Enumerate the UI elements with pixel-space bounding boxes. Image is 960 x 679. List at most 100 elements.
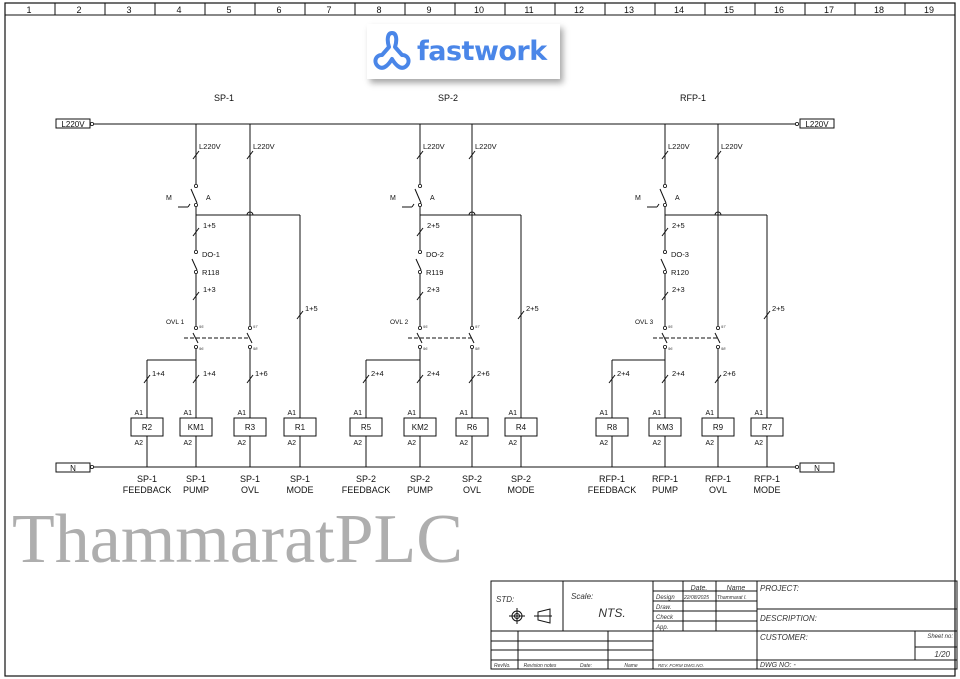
ruler-number: 7 bbox=[326, 5, 331, 15]
watermark-text: ThammaratPLC bbox=[12, 501, 464, 578]
do-contact-terminal bbox=[193, 249, 198, 254]
ovl-contact-terminal bbox=[193, 325, 198, 330]
selector-terminal bbox=[417, 202, 422, 207]
project-label: PROJECT: bbox=[760, 584, 799, 593]
coil-terminal-a1: A1 bbox=[652, 410, 661, 417]
bus-terminal bbox=[90, 122, 95, 127]
relay-tag: R2 bbox=[142, 423, 153, 432]
selector-a-label: A bbox=[206, 195, 211, 202]
wire-number-mark bbox=[468, 150, 476, 160]
load-name: RFP-1 bbox=[705, 474, 731, 484]
wire-label: 2+3 bbox=[672, 285, 685, 294]
coil-terminal-a2: A2 bbox=[134, 440, 143, 447]
coil-terminal-a1: A1 bbox=[508, 410, 517, 417]
description-label: DESCRIPTION: bbox=[760, 614, 817, 623]
selector-terminal bbox=[193, 183, 198, 188]
do-label: DO-3 bbox=[671, 250, 689, 259]
ruler-number: 12 bbox=[574, 5, 584, 15]
coil-terminal-a2: A2 bbox=[754, 440, 763, 447]
ovl-aux-terminal bbox=[247, 325, 252, 330]
ovl-contact-blade bbox=[661, 332, 668, 344]
selector-m-label: M bbox=[635, 195, 641, 202]
coil-terminal-a1: A1 bbox=[287, 410, 296, 417]
wire-label: 2+5 bbox=[772, 304, 785, 313]
fastwork-logo-icon bbox=[373, 30, 411, 70]
do-contact-terminal bbox=[663, 269, 668, 274]
wire-label: 2+5 bbox=[672, 221, 685, 230]
load-name: SP-1 bbox=[137, 474, 157, 484]
load-function: OVL bbox=[463, 485, 481, 495]
ruler-number: 2 bbox=[76, 5, 81, 15]
relay-contact-label: R120 bbox=[671, 268, 689, 277]
wire-label: 2+4 bbox=[371, 369, 384, 378]
wire-label: 1+6 bbox=[255, 369, 268, 378]
wire-label: 1+5 bbox=[305, 304, 318, 313]
wire-label: 2+4 bbox=[427, 369, 440, 378]
supply-terminal-left bbox=[55, 118, 91, 129]
coil-terminal-a1: A1 bbox=[134, 410, 143, 417]
ruler-number: 4 bbox=[176, 5, 181, 15]
ovl-terminal-number: 95 bbox=[423, 324, 428, 329]
supply-label-left: L220V bbox=[61, 120, 85, 129]
load-function: FEEDBACK bbox=[123, 485, 172, 495]
ovl-terminal-number: 98 bbox=[475, 346, 480, 351]
wire-label: 1+4 bbox=[203, 369, 216, 378]
ruler-number: 13 bbox=[624, 5, 634, 15]
ovl-label: OVL 1 bbox=[166, 319, 185, 326]
wire-label: L220V bbox=[253, 142, 275, 151]
load-function: PUMP bbox=[652, 485, 678, 495]
ovl-aux-blade bbox=[246, 332, 253, 344]
customer-label: CUSTOMER: bbox=[760, 633, 808, 642]
ovl-aux-terminal bbox=[469, 325, 474, 330]
ovl-terminal-number: 96 bbox=[668, 346, 673, 351]
scale-value: NTS. bbox=[598, 606, 625, 620]
load-function: MODE bbox=[287, 485, 314, 495]
date-header: Date. bbox=[691, 585, 708, 592]
ruler-number: 19 bbox=[924, 5, 934, 15]
ruler-number: 18 bbox=[874, 5, 884, 15]
ruler-number: 17 bbox=[824, 5, 834, 15]
load-function: MODE bbox=[508, 485, 535, 495]
wire-label: 1+4 bbox=[152, 369, 165, 378]
selector-a-label: A bbox=[430, 195, 435, 202]
wire-number-mark bbox=[661, 150, 669, 160]
fastwork-logo: fastwork bbox=[367, 24, 560, 79]
approval-row-label: Draw. bbox=[656, 605, 671, 611]
selector-actuator bbox=[187, 203, 191, 208]
do-contact-blade bbox=[660, 258, 667, 271]
ovl-aux-blade bbox=[714, 332, 721, 344]
load-name: RFP-1 bbox=[754, 474, 780, 484]
coil-terminal-a2: A2 bbox=[508, 440, 517, 447]
wire-number-mark bbox=[714, 374, 722, 384]
ruler-number: 11 bbox=[524, 5, 533, 15]
relay-tag: R4 bbox=[516, 423, 527, 432]
load-function: PUMP bbox=[407, 485, 433, 495]
wire-label: 2+4 bbox=[672, 369, 685, 378]
wire-number-mark bbox=[714, 150, 722, 160]
sheet-no: 1/20 bbox=[934, 650, 950, 659]
ovl-terminal-number: 95 bbox=[199, 324, 204, 329]
ovl-label: OVL 2 bbox=[390, 319, 409, 326]
wire-label: 1+3 bbox=[203, 285, 216, 294]
wire-number-mark bbox=[468, 374, 476, 384]
coil-terminal-a2: A2 bbox=[459, 440, 468, 447]
wire-number-mark bbox=[143, 374, 151, 384]
wire-number-mark bbox=[192, 374, 200, 384]
coil-terminal-a1: A1 bbox=[353, 410, 362, 417]
wire-label: L220V bbox=[475, 142, 497, 151]
wire-number-mark bbox=[661, 374, 669, 384]
selector-actuator bbox=[656, 203, 660, 208]
load-name: RFP-1 bbox=[652, 474, 678, 484]
relay-tag: KM2 bbox=[412, 423, 429, 432]
ruler-number: 16 bbox=[774, 5, 784, 15]
ruler-number: 3 bbox=[126, 5, 131, 15]
do-label: DO-1 bbox=[202, 250, 220, 259]
load-name: SP-1 bbox=[240, 474, 260, 484]
ovl-terminal-number: 97 bbox=[721, 324, 726, 329]
do-contact-terminal bbox=[417, 249, 422, 254]
relay-tag: KM3 bbox=[657, 423, 674, 432]
ovl-terminal-number: 96 bbox=[199, 346, 204, 351]
wire-label: 2+3 bbox=[427, 285, 440, 294]
load-name: RFP-1 bbox=[599, 474, 625, 484]
coil-terminal-a1: A1 bbox=[237, 410, 246, 417]
